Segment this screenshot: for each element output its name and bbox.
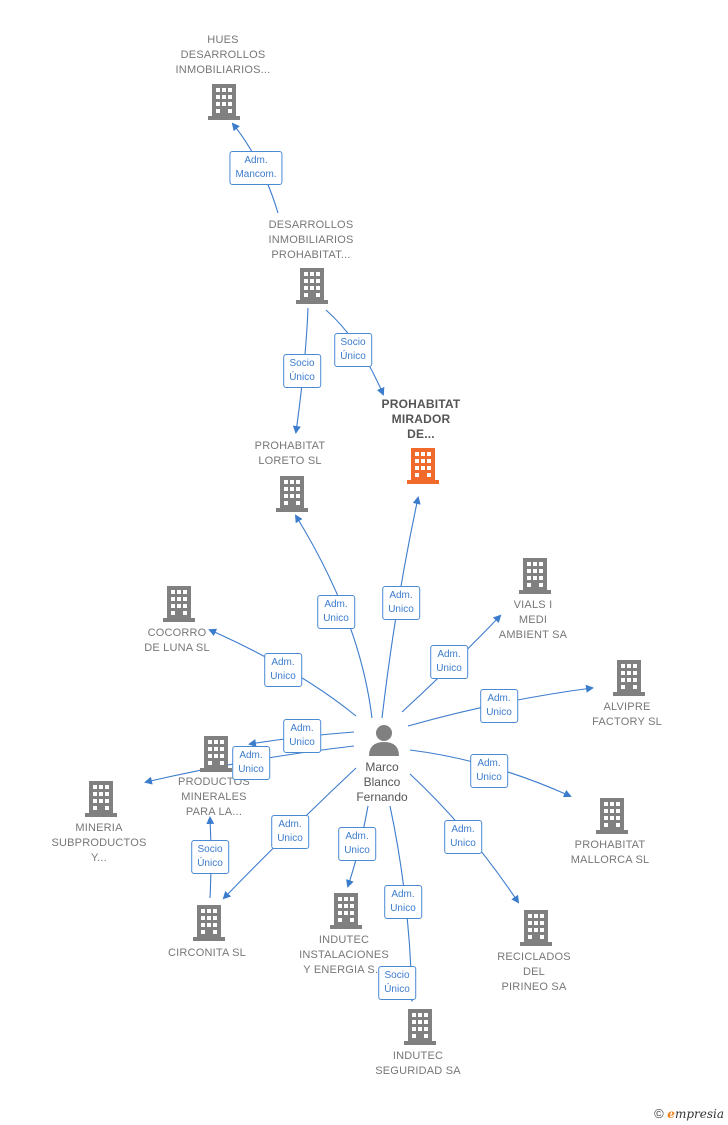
building-icon[interactable]	[163, 586, 195, 622]
label-line: SEGURIDAD SA	[375, 1065, 461, 1077]
building-icon[interactable]	[520, 910, 552, 946]
node-label-productos[interactable]: PRODUCTOS MINERALES PARA LA...	[178, 775, 250, 820]
label-line: DESARROLLOS	[180, 49, 266, 61]
relation-badge: Adm.Mancom.	[229, 151, 283, 185]
node-label-mallorca[interactable]: PROHABITAT MALLORCA SL	[571, 838, 650, 868]
label-line: PIRINEO SA	[501, 981, 567, 993]
node-label-alvipre[interactable]: ALVIPRE FACTORY SL	[592, 700, 662, 730]
label-line: PROHABITAT	[381, 397, 461, 411]
node-label-circonita[interactable]: CIRCONITA SL	[168, 946, 246, 961]
relation-badge: Adm.Unico	[271, 815, 309, 849]
label-line: INDUTEC	[318, 934, 370, 946]
node-label-hues[interactable]: HUES DESARROLLOS INMOBILIARIOS...	[176, 33, 271, 78]
node-label-desarrollos[interactable]: DESARROLLOS INMOBILIARIOS PROHABITAT...	[268, 218, 353, 263]
building-icon[interactable]	[330, 893, 362, 929]
label-line: Y ENERGIA S...	[303, 964, 385, 976]
relation-badge: Adm.Unico	[430, 645, 468, 679]
label-line: MINERIA	[75, 822, 123, 834]
node-label-cocorro[interactable]: COCORRO DE LUNA SL	[144, 626, 210, 656]
copyright-icon: ©	[654, 1106, 664, 1121]
relation-badge: Adm.Unico	[384, 885, 422, 919]
label-line: PROHABITAT	[254, 440, 326, 452]
label-line: AMBIENT SA	[498, 629, 568, 641]
relation-badge: Adm.Unico	[283, 719, 321, 753]
label-line: MEDI	[518, 614, 548, 626]
person-label[interactable]: Marco Blanco Fernando	[356, 760, 407, 805]
building-icon[interactable]	[596, 798, 628, 834]
node-label-seguridad[interactable]: INDUTEC SEGURIDAD SA	[375, 1049, 461, 1079]
label-line: HUES	[207, 34, 239, 46]
label-line: PRODUCTOS	[178, 776, 250, 788]
building-icon[interactable]	[276, 476, 308, 512]
node-label-reciclados[interactable]: RECICLADOS DEL PIRINEO SA	[497, 950, 571, 995]
relation-badge: Adm.Unico	[264, 653, 302, 687]
node-label-mineria[interactable]: MINERIA SUBPRODUCTOS Y...	[51, 821, 146, 866]
label-line: Fernando	[356, 790, 408, 804]
label-line: COCORRO	[147, 627, 207, 639]
label-line: CIRCONITA SL	[168, 947, 246, 959]
building-icon[interactable]	[404, 1009, 436, 1045]
label-line: INSTALACIONES	[299, 949, 389, 961]
label-line: DE LUNA SL	[144, 642, 210, 654]
label-line: RECICLADOS	[497, 951, 571, 963]
label-line: MIRADOR	[391, 412, 451, 426]
node-label-instalaciones[interactable]: INDUTEC INSTALACIONES Y ENERGIA S...	[299, 933, 389, 978]
brand-logo: empresia	[667, 1107, 724, 1121]
label-line: MINERALES	[181, 791, 247, 803]
relation-badge: Adm.Unico	[338, 827, 376, 861]
label-line: Marco	[365, 760, 399, 774]
footer-brand[interactable]: © empresia	[654, 1106, 724, 1121]
building-icon[interactable]	[519, 558, 551, 594]
label-line: INMOBILIARIOS...	[175, 64, 271, 76]
label-line: DESARROLLOS	[268, 219, 354, 231]
building-icon[interactable]	[200, 736, 232, 772]
node-label-vials[interactable]: VIALS I MEDI AMBIENT SA	[499, 598, 567, 643]
label-line: VIALS I	[513, 599, 553, 611]
building-icon-focus[interactable]	[407, 448, 439, 484]
label-line: Blanco	[363, 775, 401, 789]
building-icon[interactable]	[208, 84, 240, 120]
label-line: SUBPRODUCTOS	[51, 837, 147, 849]
label-line: MALLORCA SL	[570, 854, 650, 866]
label-line: INMOBILIARIOS	[268, 234, 354, 246]
label-line: ALVIPRE	[603, 701, 651, 713]
relation-badge: Adm.Unico	[317, 595, 355, 629]
building-icon[interactable]	[613, 660, 645, 696]
relation-badge: Adm.Unico	[480, 689, 518, 723]
relation-badge: Adm.Unico	[232, 746, 270, 780]
label-line: DE...	[407, 427, 435, 441]
label-line: PARA LA...	[185, 806, 243, 818]
relation-badge: Adm.Unico	[444, 820, 482, 854]
label-line: LORETO SL	[258, 455, 322, 467]
node-label-mirador[interactable]: PROHABITAT MIRADOR DE...	[382, 397, 461, 442]
relation-badge: Adm.Unico	[470, 754, 508, 788]
building-icon[interactable]	[193, 905, 225, 941]
label-line: DEL	[523, 966, 545, 978]
label-line: PROHABITAT...	[271, 249, 351, 261]
building-icon[interactable]	[296, 268, 328, 304]
label-line: PROHABITAT	[574, 839, 646, 851]
person-icon[interactable]	[367, 724, 401, 756]
relation-badge: Adm.Unico	[382, 586, 420, 620]
label-line: FACTORY SL	[592, 716, 662, 728]
label-line: Y...	[91, 852, 107, 864]
building-icon[interactable]	[85, 781, 117, 817]
label-line: INDUTEC	[392, 1050, 444, 1062]
node-label-loreto[interactable]: PROHABITAT LORETO SL	[255, 439, 326, 469]
